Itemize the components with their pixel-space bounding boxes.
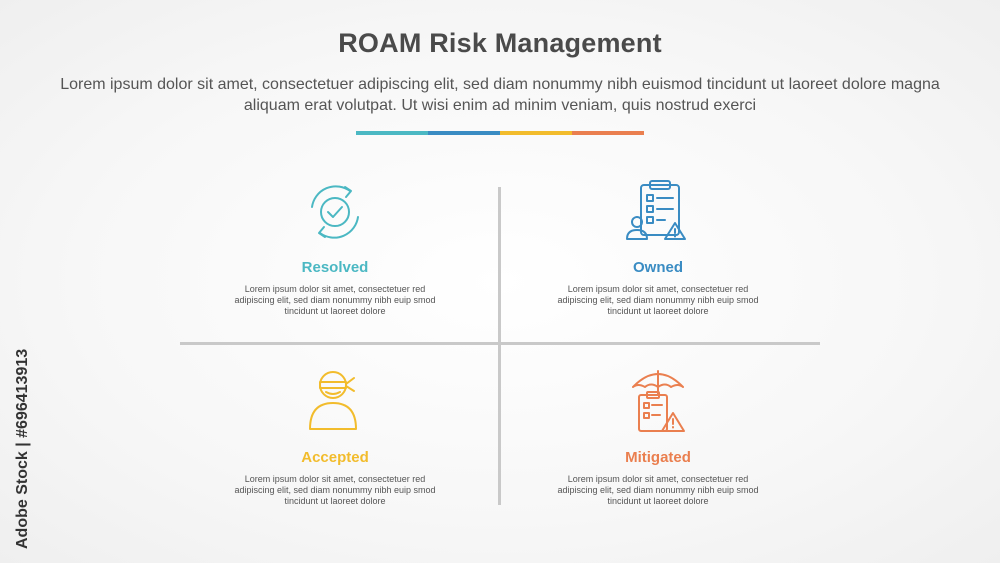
quadrant-accepted: Accepted Lorem ipsum dolor sit amet, con… — [185, 367, 485, 507]
quadrant-label: Mitigated — [625, 449, 691, 466]
quadrant-description: Lorem ipsum dolor sit amet, consectetuer… — [234, 284, 436, 316]
vertical-divider — [498, 187, 501, 505]
person-bandana-icon — [309, 371, 357, 430]
clipboard-person-warning-icon — [626, 180, 686, 240]
color-bar-yellow — [500, 131, 572, 135]
quadrant-resolved: Resolved Lorem ipsum dolor sit amet, con… — [185, 177, 485, 317]
quadrant-mitigated: Mitigated Lorem ipsum dolor sit amet, co… — [508, 367, 808, 507]
page-subtitle: Lorem ipsum dolor sit amet, consectetuer… — [60, 76, 940, 114]
quadrant-label: Accepted — [301, 449, 369, 466]
quadrant-description: Lorem ipsum dolor sit amet, consectetuer… — [557, 474, 759, 506]
cycle-check-icon — [311, 185, 359, 239]
quadrant-description: Lorem ipsum dolor sit amet, consectetuer… — [557, 284, 759, 316]
umbrella-clipboard-warning-icon — [632, 370, 685, 432]
quadrant-owned: Owned Lorem ipsum dolor sit amet, consec… — [508, 177, 808, 317]
page-title: ROAM Risk Management — [338, 28, 662, 58]
quadrant-label: Owned — [632, 259, 683, 276]
color-bar-orange — [572, 131, 644, 135]
quadrant-label: Resolved — [301, 259, 369, 276]
horizontal-divider — [180, 342, 820, 345]
color-bar-teal — [356, 131, 428, 135]
color-accent-bar — [356, 131, 644, 135]
quadrant-description: Lorem ipsum dolor sit amet, consectetuer… — [234, 474, 436, 506]
stock-watermark: Adobe Stock | #696413913 — [14, 348, 31, 549]
color-bar-blue — [428, 131, 500, 135]
